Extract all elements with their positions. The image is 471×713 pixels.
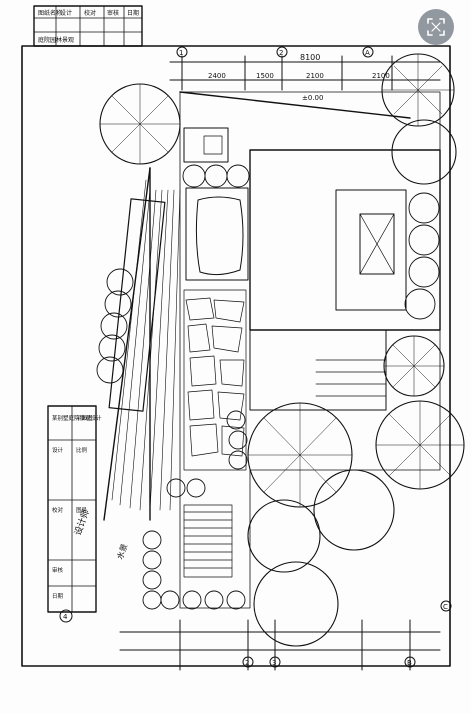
long-bench	[108, 198, 166, 412]
designer-signature: 设计师	[72, 508, 93, 537]
top-dimension-chain: 8100 2400 1500 2100 2100 ±0.00	[169, 53, 441, 102]
title-block-label: 设计	[60, 9, 72, 17]
dimension-segment: 2100	[372, 72, 390, 80]
axis-label: 3	[272, 659, 276, 667]
axis-label: 1	[179, 49, 183, 57]
trees	[99, 53, 465, 647]
title-block-value: 庭院园林景观	[38, 36, 74, 44]
timber-deck	[111, 179, 181, 511]
axis-label: 4	[63, 613, 68, 621]
title-block-label: 审核	[107, 9, 119, 17]
site-boundary	[103, 91, 441, 609]
title-block-bottom: 某别墅庭院景观设计 设计 校对 审核 日期 平面图 比例 图号 设计师	[47, 405, 102, 613]
dimension-total: 8100	[300, 53, 320, 62]
scan-expand-icon	[427, 18, 445, 36]
title-block-label: 图纸名称	[38, 9, 62, 17]
stone-paving	[183, 289, 247, 471]
axis-label: B	[407, 659, 412, 667]
dimension-segment: 2100	[306, 72, 324, 80]
title-block-label: 某别墅庭院景观设计	[52, 414, 102, 422]
level-mark: ±0.00	[302, 94, 323, 102]
lower-deck	[183, 504, 233, 578]
title-block-label: 日期	[127, 9, 139, 17]
bottom-dimension-chain: 4 2 3 B C	[59, 600, 452, 671]
house-outline	[249, 149, 441, 411]
scan-expand-button[interactable]	[418, 9, 454, 45]
axis-label: 2	[279, 49, 283, 57]
dimension-segment: 1500	[256, 72, 274, 80]
axis-label: A	[365, 49, 370, 57]
pond	[185, 187, 249, 281]
title-block-label: 设计	[52, 446, 64, 454]
water-feature-label: 水景	[114, 542, 129, 560]
shrubs	[96, 164, 440, 610]
title-block-label: 日期	[52, 593, 64, 600]
axis-label: C	[443, 603, 448, 611]
drawing-border	[21, 45, 451, 667]
garden-structure	[183, 127, 229, 163]
axis-label: 2	[245, 659, 249, 667]
title-block-label: 比例	[76, 446, 88, 454]
title-block-label: 校对	[52, 506, 64, 514]
title-block-label: 图号	[76, 506, 88, 514]
title-block-top: 图纸名称 设计 校对 审核 日期 庭院园林景观	[33, 5, 143, 47]
dimension-segment: 2400	[208, 72, 226, 80]
title-block-label: 校对	[84, 9, 96, 17]
title-block-label: 审核	[52, 566, 64, 574]
top-axis-markers: 1 2 A	[176, 46, 374, 58]
title-block-label: 平面图	[76, 414, 93, 422]
